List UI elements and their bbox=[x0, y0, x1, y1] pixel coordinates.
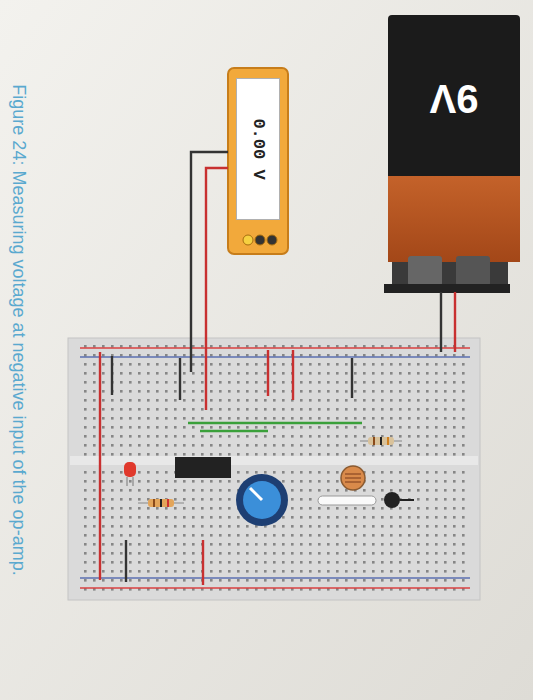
jumper-wire bbox=[188, 422, 362, 424]
ground-rail bbox=[80, 577, 470, 579]
jumper-wire bbox=[351, 358, 353, 398]
battery-band bbox=[388, 176, 520, 262]
battery-body bbox=[388, 15, 520, 180]
battery-voltage: 9V bbox=[430, 76, 479, 121]
jumper-wire bbox=[292, 350, 294, 400]
figure-caption: Figure 24: Measuring voltage at negative… bbox=[8, 84, 29, 575]
jumper-wires bbox=[100, 350, 362, 585]
probe-wire-black bbox=[191, 152, 228, 372]
battery-wire-red bbox=[454, 292, 456, 352]
breadboard bbox=[68, 338, 480, 600]
battery-terminal bbox=[456, 256, 490, 286]
jumper-wire bbox=[202, 540, 204, 585]
op-amp-chip bbox=[175, 457, 231, 478]
jumper-wire bbox=[200, 430, 268, 432]
breadboard-holes bbox=[78, 342, 470, 596]
photoresistor bbox=[341, 466, 365, 490]
resistor-symbol bbox=[360, 437, 402, 445]
jumper-wire bbox=[179, 358, 181, 400]
voltage-reading: 0.00 V bbox=[249, 118, 268, 179]
ground-rail bbox=[80, 356, 470, 358]
potentiometer bbox=[236, 474, 288, 526]
battery-wire-black bbox=[440, 292, 442, 352]
battery-clip bbox=[384, 284, 510, 293]
led-leg bbox=[127, 477, 128, 486]
resistor-symbol bbox=[138, 499, 184, 507]
battery-terminal bbox=[408, 256, 442, 286]
probe-wire-red bbox=[206, 168, 228, 410]
power-rail bbox=[80, 347, 470, 349]
jumper-wire bbox=[111, 356, 113, 395]
multimeter-body bbox=[228, 68, 288, 254]
jumper-wire bbox=[99, 352, 101, 580]
led bbox=[124, 462, 136, 477]
multimeter-display: 0.00 V bbox=[236, 78, 280, 220]
battery-label-area: 9V bbox=[394, 28, 514, 168]
multimeter-jack bbox=[255, 235, 265, 245]
temperature-probe bbox=[318, 492, 414, 508]
multimeter-knob bbox=[243, 235, 253, 245]
power-rail bbox=[80, 587, 470, 589]
multimeter-jack bbox=[267, 235, 277, 245]
jumper-wire bbox=[125, 540, 127, 582]
led-leg bbox=[133, 477, 134, 486]
jumper-wire bbox=[267, 350, 269, 396]
